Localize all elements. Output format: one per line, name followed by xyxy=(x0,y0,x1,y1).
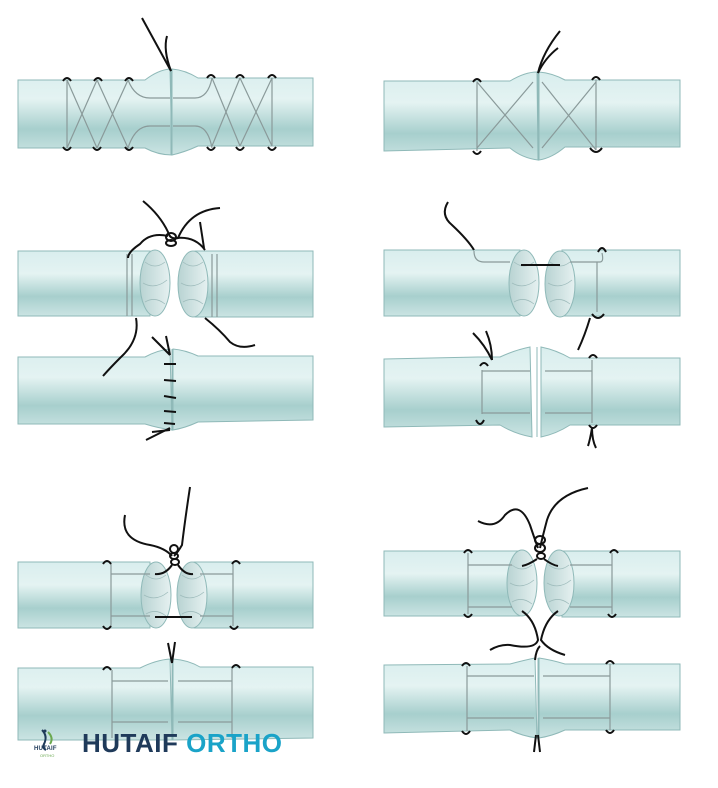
brand-part-2: ORTHO xyxy=(186,728,283,758)
panel-b-single-crisscross xyxy=(383,30,681,161)
logo-text: HUTAIF xyxy=(34,746,57,752)
panel-d-kessler xyxy=(383,201,681,449)
panel-f-double-kessler xyxy=(383,487,681,753)
logo-subtext: ORTHO xyxy=(40,753,55,758)
panel-a-crisscross xyxy=(17,17,314,156)
panel-e-kessler-buried-knot xyxy=(17,486,314,741)
brand-part-1: HUTAIF xyxy=(82,728,179,758)
panel-c-epitenon xyxy=(17,200,314,441)
hutaif-logo-icon xyxy=(41,729,53,751)
brand-name: HUTAIF ORTHO xyxy=(82,728,283,759)
